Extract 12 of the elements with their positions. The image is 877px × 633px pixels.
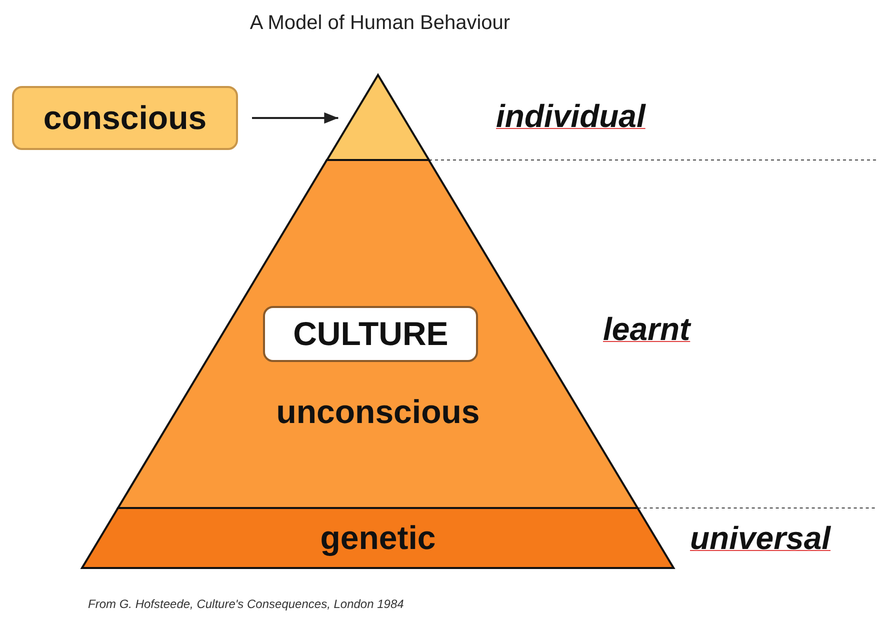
level-label: learnt xyxy=(603,311,690,348)
caption: From G. Hofsteede, Culture's Consequences, London 1984 xyxy=(88,597,404,611)
layer-label: genetic xyxy=(319,518,437,558)
label-box: conscious xyxy=(12,86,238,150)
level-label: individual xyxy=(496,98,646,135)
arrow xyxy=(252,112,338,124)
title: A Model of Human Behaviour xyxy=(248,12,512,35)
pyramid-layer xyxy=(82,508,674,568)
label-box: CULTURE xyxy=(263,306,478,362)
level-label: universal xyxy=(690,520,831,557)
layer-label: unconscious xyxy=(275,392,481,432)
triangle-shape xyxy=(327,75,429,160)
